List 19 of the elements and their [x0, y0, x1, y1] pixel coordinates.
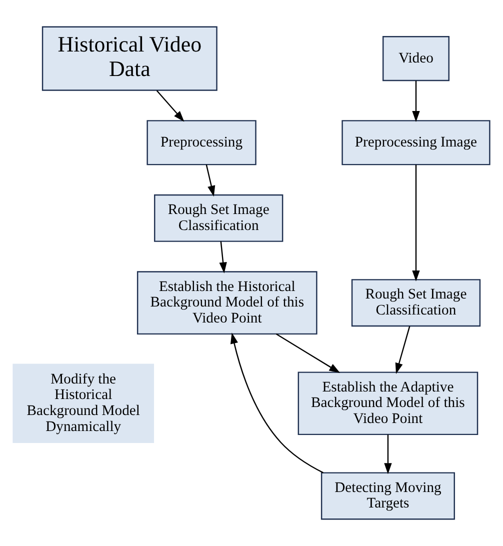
- node-box: Historical Video Data: [42, 26, 218, 91]
- arrow: [156, 90, 184, 122]
- node-box: Modify the Historical Background Model Dynamically: [12, 364, 154, 443]
- node-box: Establish the Adaptive Background Model of this Video Point: [298, 372, 478, 436]
- node-box: Detecting Moving Targets: [320, 472, 455, 520]
- node-box: Establish the Historical Background Model of this Video Point: [136, 271, 318, 335]
- arrow: [230, 332, 324, 474]
- arrow: [412, 80, 420, 122]
- node-box: Rough Set Image Classification: [154, 194, 284, 242]
- arrow: [412, 164, 420, 282]
- arrow: [276, 334, 340, 373]
- node-box: Video: [382, 36, 450, 82]
- node-box: Preprocessing Image: [342, 120, 490, 166]
- arrow: [395, 326, 410, 374]
- arrow: [206, 164, 216, 197]
- node-box: Rough Set Image Classification: [351, 279, 481, 327]
- arrow: [384, 434, 392, 474]
- node-box: Preprocessing: [146, 120, 256, 166]
- arrow: [219, 241, 227, 274]
